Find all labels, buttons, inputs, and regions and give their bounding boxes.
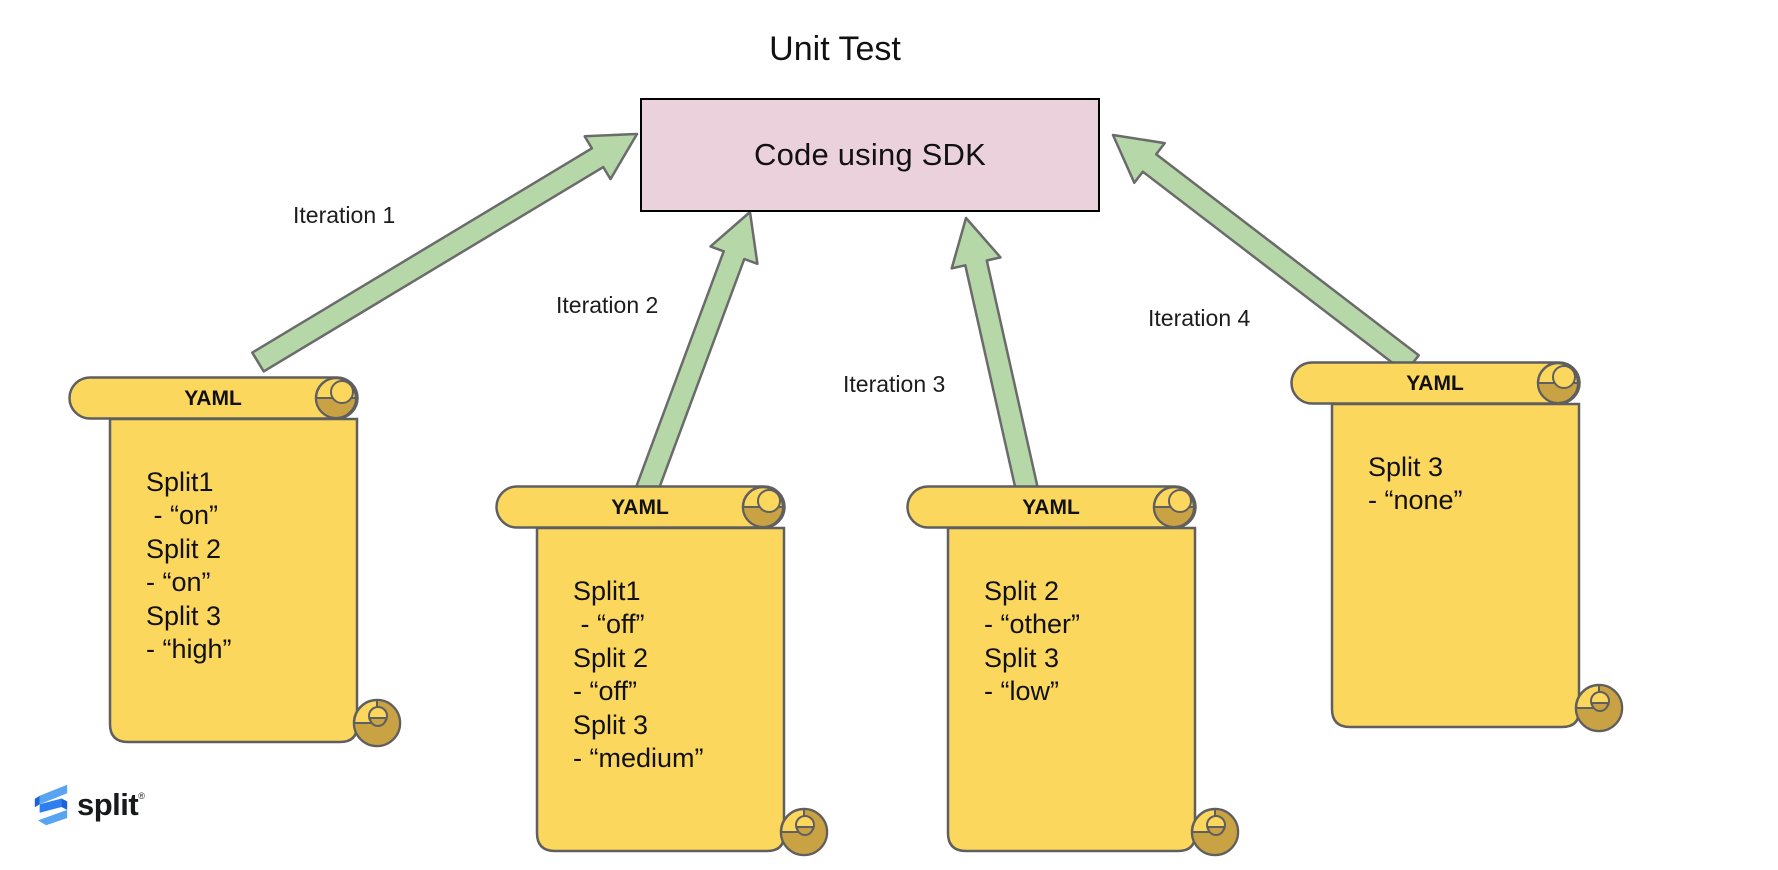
scroll-line: - “high” — [146, 634, 232, 664]
scroll-line: Split 2 — [573, 643, 648, 673]
code-using-sdk-box: Code using SDK — [640, 98, 1100, 212]
scroll-top-curl-roll — [757, 489, 781, 513]
scroll-bottom-curl-hook — [795, 826, 815, 836]
arrow-iteration-3 — [950, 216, 1039, 494]
scroll-line: Split 2 — [146, 534, 221, 564]
scroll-bottom-curl-shade — [1190, 807, 1239, 856]
scroll-line: Split 3 — [1368, 452, 1443, 482]
scroll-line: - “none” — [1368, 485, 1463, 515]
registered-mark: ® — [138, 791, 145, 801]
iteration-4-label: Iteration 4 — [1148, 305, 1251, 331]
split-logo-left-fold — [34, 795, 40, 808]
yaml-scroll-1: YAML Split1 - “on” Split 2 - “on” Split … — [68, 376, 402, 748]
scroll-bottom-curl-shade — [1574, 683, 1623, 732]
scroll-line: - “low” — [984, 676, 1059, 706]
scroll-line: Split1 — [146, 467, 214, 497]
scroll-line: - “off” — [573, 609, 645, 639]
arrow-iteration-1 — [251, 132, 639, 373]
scroll-line: Split 3 — [984, 643, 1059, 673]
code-using-sdk-label: Code using SDK — [754, 137, 986, 172]
scroll-bottom-curl-hook — [1590, 702, 1610, 712]
scroll-line: Split 3 — [573, 710, 648, 740]
scroll-bottom-curl-shade — [352, 698, 401, 747]
scroll-line: - “off” — [573, 676, 637, 706]
scroll-top-curl-roll — [1552, 365, 1576, 389]
scroll-header-pill — [68, 376, 359, 420]
yaml-scroll-4: YAML Split 3 - “none” — [1290, 361, 1624, 733]
scroll-title: YAML — [1406, 372, 1464, 395]
scroll-bottom-curl-hook — [368, 717, 388, 727]
arrow-iteration-2 — [634, 210, 759, 498]
yaml-scroll-3: YAML Split 2 - “other” Split 3 - “low” — [906, 485, 1240, 857]
split-logo-wordmark: split® — [77, 787, 145, 822]
iteration-3-label: Iteration 3 — [843, 371, 946, 397]
scroll-line: - “other” — [984, 609, 1080, 639]
yaml-scroll-2: YAML Split1 - “off” Split 2 - “off” Spli… — [495, 485, 829, 857]
scroll-line: Split1 — [573, 576, 641, 606]
iteration-2-label: Iteration 2 — [556, 292, 659, 318]
scroll-line: Split 3 — [146, 601, 221, 631]
scroll-header-pill — [1290, 361, 1581, 405]
scroll-line: - “on” — [146, 500, 218, 530]
split-logo-mid-band — [39, 798, 62, 813]
page-title: Unit Test — [769, 30, 901, 68]
split-logo-top-band — [39, 784, 68, 805]
scroll-title: YAML — [1022, 496, 1080, 519]
scroll-header-pill — [906, 485, 1197, 529]
scroll-header-pill — [495, 485, 786, 529]
scroll-line: Split 2 — [984, 576, 1059, 606]
scroll-title: YAML — [611, 496, 669, 519]
split-logo-right-fold — [61, 798, 68, 810]
scroll-top-curl-roll — [330, 380, 354, 404]
split-logo: split® — [34, 784, 145, 826]
arrow-iteration-4 — [1111, 133, 1420, 374]
scroll-top-curl-roll — [1168, 489, 1192, 513]
scroll-line: - “on” — [146, 567, 211, 597]
scroll-title: YAML — [184, 387, 242, 410]
scroll-bottom-curl-shade — [779, 807, 828, 856]
scroll-line: - “medium” — [573, 743, 704, 773]
split-logo-bottom-band — [38, 809, 68, 826]
scroll-bottom-curl-hook — [1206, 826, 1226, 836]
iteration-1-label: Iteration 1 — [293, 202, 396, 228]
split-logo-icon — [34, 784, 68, 826]
